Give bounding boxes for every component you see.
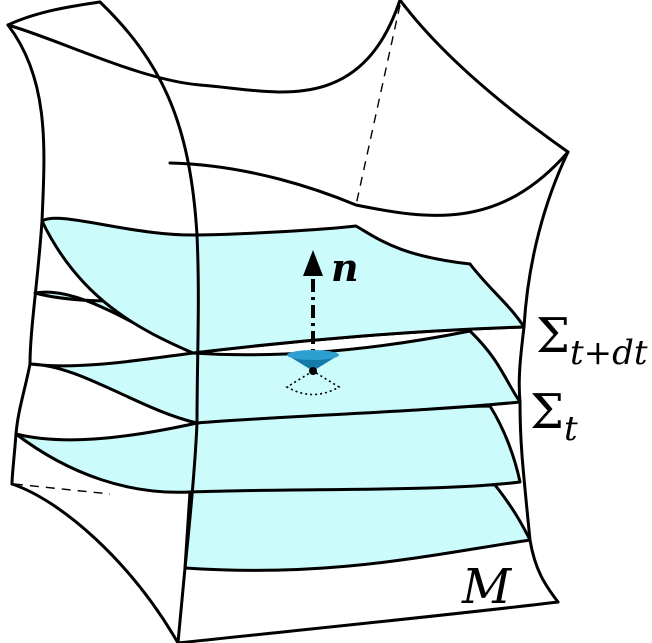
top-cap-back	[6, 0, 102, 27]
event-point	[309, 367, 317, 375]
hidden-bottom-edge	[13, 483, 111, 495]
normal-vector-arrowhead	[303, 250, 323, 276]
top-cap-front	[6, 0, 402, 94]
right-edge	[517, 150, 570, 604]
slice-top	[40, 216, 526, 355]
inner-rim	[168, 150, 570, 217]
sigma-t-label: Σt	[530, 384, 578, 449]
slices	[14, 216, 532, 572]
bottom-front-edge	[10, 482, 180, 643]
normal-label: n	[331, 245, 359, 290]
manifold-outline	[6, 0, 570, 643]
slice-lower-middle	[14, 404, 522, 494]
manifold-label: M	[461, 559, 513, 615]
slice-bottom	[183, 479, 532, 572]
left-edge	[6, 23, 46, 486]
slice-sigma-t	[28, 329, 522, 425]
normal-vector	[303, 250, 323, 370]
hidden-back-edge	[355, 4, 401, 206]
light-cone-future-top	[287, 350, 339, 360]
bottom-edge	[176, 600, 560, 643]
top-cap-right	[398, 0, 570, 154]
front-edge	[98, 0, 200, 643]
light-cone-past	[285, 370, 341, 396]
sigma-t-dt-label: Σt+dt	[536, 308, 648, 373]
light-cone-icon	[285, 350, 341, 396]
